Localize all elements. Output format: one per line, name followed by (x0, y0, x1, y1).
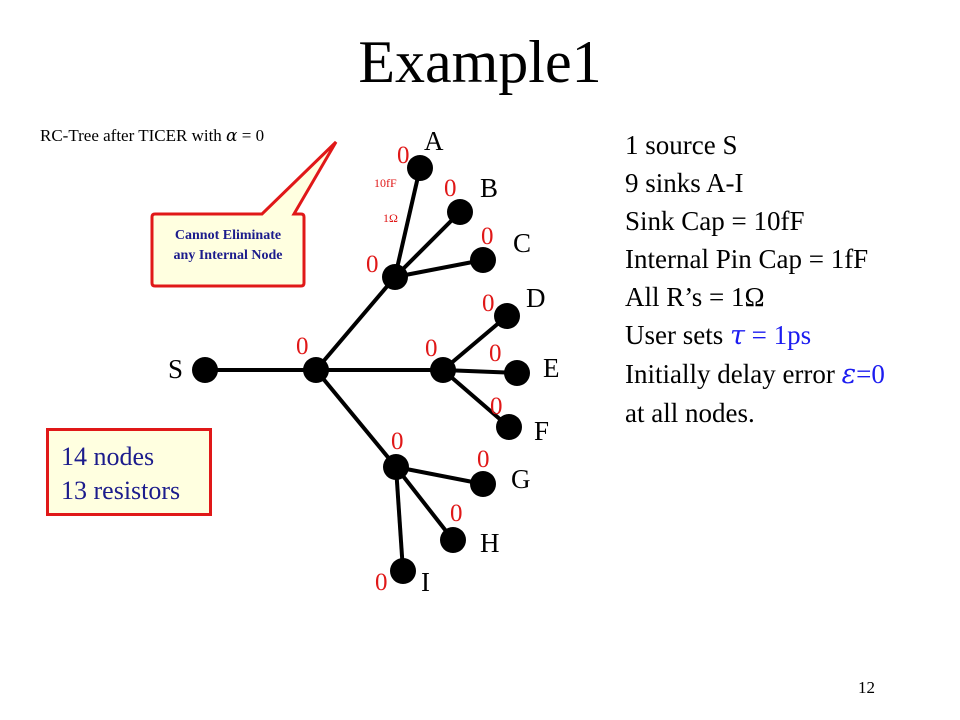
slide-title: Example1 (358, 29, 602, 95)
res-annotation: 1Ω (383, 211, 398, 225)
wire-n2-d (441, 314, 509, 372)
info-line4: Internal Pin Cap = 1fF (625, 244, 869, 274)
node-s (192, 357, 218, 383)
wire-n0-n1 (314, 275, 397, 372)
info-line7-prefix: Initially delay error (625, 359, 835, 389)
node-h (440, 527, 466, 553)
label-g: G (511, 464, 531, 494)
info-line6: User sets τ = 1ps (625, 316, 885, 355)
info-line7: Initially delay error ε=0 (625, 355, 885, 394)
node-e (504, 360, 530, 386)
value-n0: 0 (296, 333, 309, 360)
value-c: 0 (481, 223, 494, 250)
node-c (470, 247, 496, 273)
wire-n3-i (394, 466, 405, 572)
info-line5: All R’s = 1Ω (625, 282, 765, 312)
node-f (496, 414, 522, 440)
stats-box: 14 nodes 13 resistors (46, 428, 212, 516)
callout-line1: Cannot Eliminate (174, 228, 282, 243)
epsilon-symbol: ε (841, 359, 857, 390)
resistor-count: 13 resistors (61, 476, 181, 505)
node-n3 (383, 454, 409, 480)
label-d: D (526, 283, 546, 313)
label-i: I (421, 567, 430, 597)
callout-line2: any Internal Node (173, 248, 283, 263)
value-h: 0 (450, 500, 463, 527)
value-a: 0 (397, 142, 410, 169)
label-c: C (513, 228, 531, 258)
node-count: 14 nodes (61, 442, 155, 471)
value-d: 0 (482, 290, 495, 317)
info-line2: 9 sinks A-I (625, 168, 744, 198)
info-line6-value: = 1ps (751, 320, 812, 350)
wire-n1-a (393, 167, 422, 278)
node-i (390, 558, 416, 584)
wire-n0-n3 (314, 368, 398, 469)
node-n0 (303, 357, 329, 383)
value-b: 0 (444, 175, 457, 202)
caption-suffix: = 0 (241, 126, 265, 145)
wire-n3-g (395, 465, 484, 486)
value-f: 0 (490, 393, 503, 420)
callout-bubble (150, 140, 338, 288)
value-e: 0 (489, 340, 502, 367)
callout-text: Cannot Eliminate any Internal Node (152, 226, 304, 266)
node-b (447, 199, 473, 225)
label-b: B (480, 173, 498, 203)
cap-annotation: 10fF (374, 176, 397, 190)
value-i: 0 (375, 569, 388, 596)
info-line1: 1 source S (625, 130, 738, 160)
wire-n3-h (394, 465, 455, 542)
label-h: H (480, 528, 500, 558)
wire-n1-c (394, 258, 484, 279)
tree-caption: RC-Tree after TICER with α = 0 (40, 126, 264, 146)
tau-symbol: τ (729, 320, 745, 351)
info-line6-prefix: User sets (625, 320, 724, 350)
info-line7-value: =0 (856, 359, 885, 389)
label-e: E (543, 353, 560, 383)
alpha-symbol: α (226, 126, 238, 146)
info-line8: at all nodes. (625, 398, 755, 428)
info-list: 1 source S 9 sinks A-I Sink Cap = 10fF I… (625, 126, 885, 432)
value-n2: 0 (425, 335, 438, 362)
info-line3: Sink Cap = 10fF (625, 206, 805, 236)
node-g (470, 471, 496, 497)
value-g: 0 (477, 446, 490, 473)
label-f: F (534, 416, 549, 446)
page-number: 12 (858, 678, 875, 697)
node-d (494, 303, 520, 329)
wire-n1-b (393, 210, 462, 279)
node-n1 (382, 264, 408, 290)
wire-n2-f (441, 368, 511, 429)
node-a (407, 155, 433, 181)
label-a: A (424, 126, 444, 156)
caption-prefix: RC-Tree after TICER with (40, 126, 222, 145)
value-n3: 0 (391, 428, 404, 455)
value-n1: 0 (366, 251, 379, 278)
node-n2 (430, 357, 456, 383)
label-s: S (168, 354, 183, 384)
